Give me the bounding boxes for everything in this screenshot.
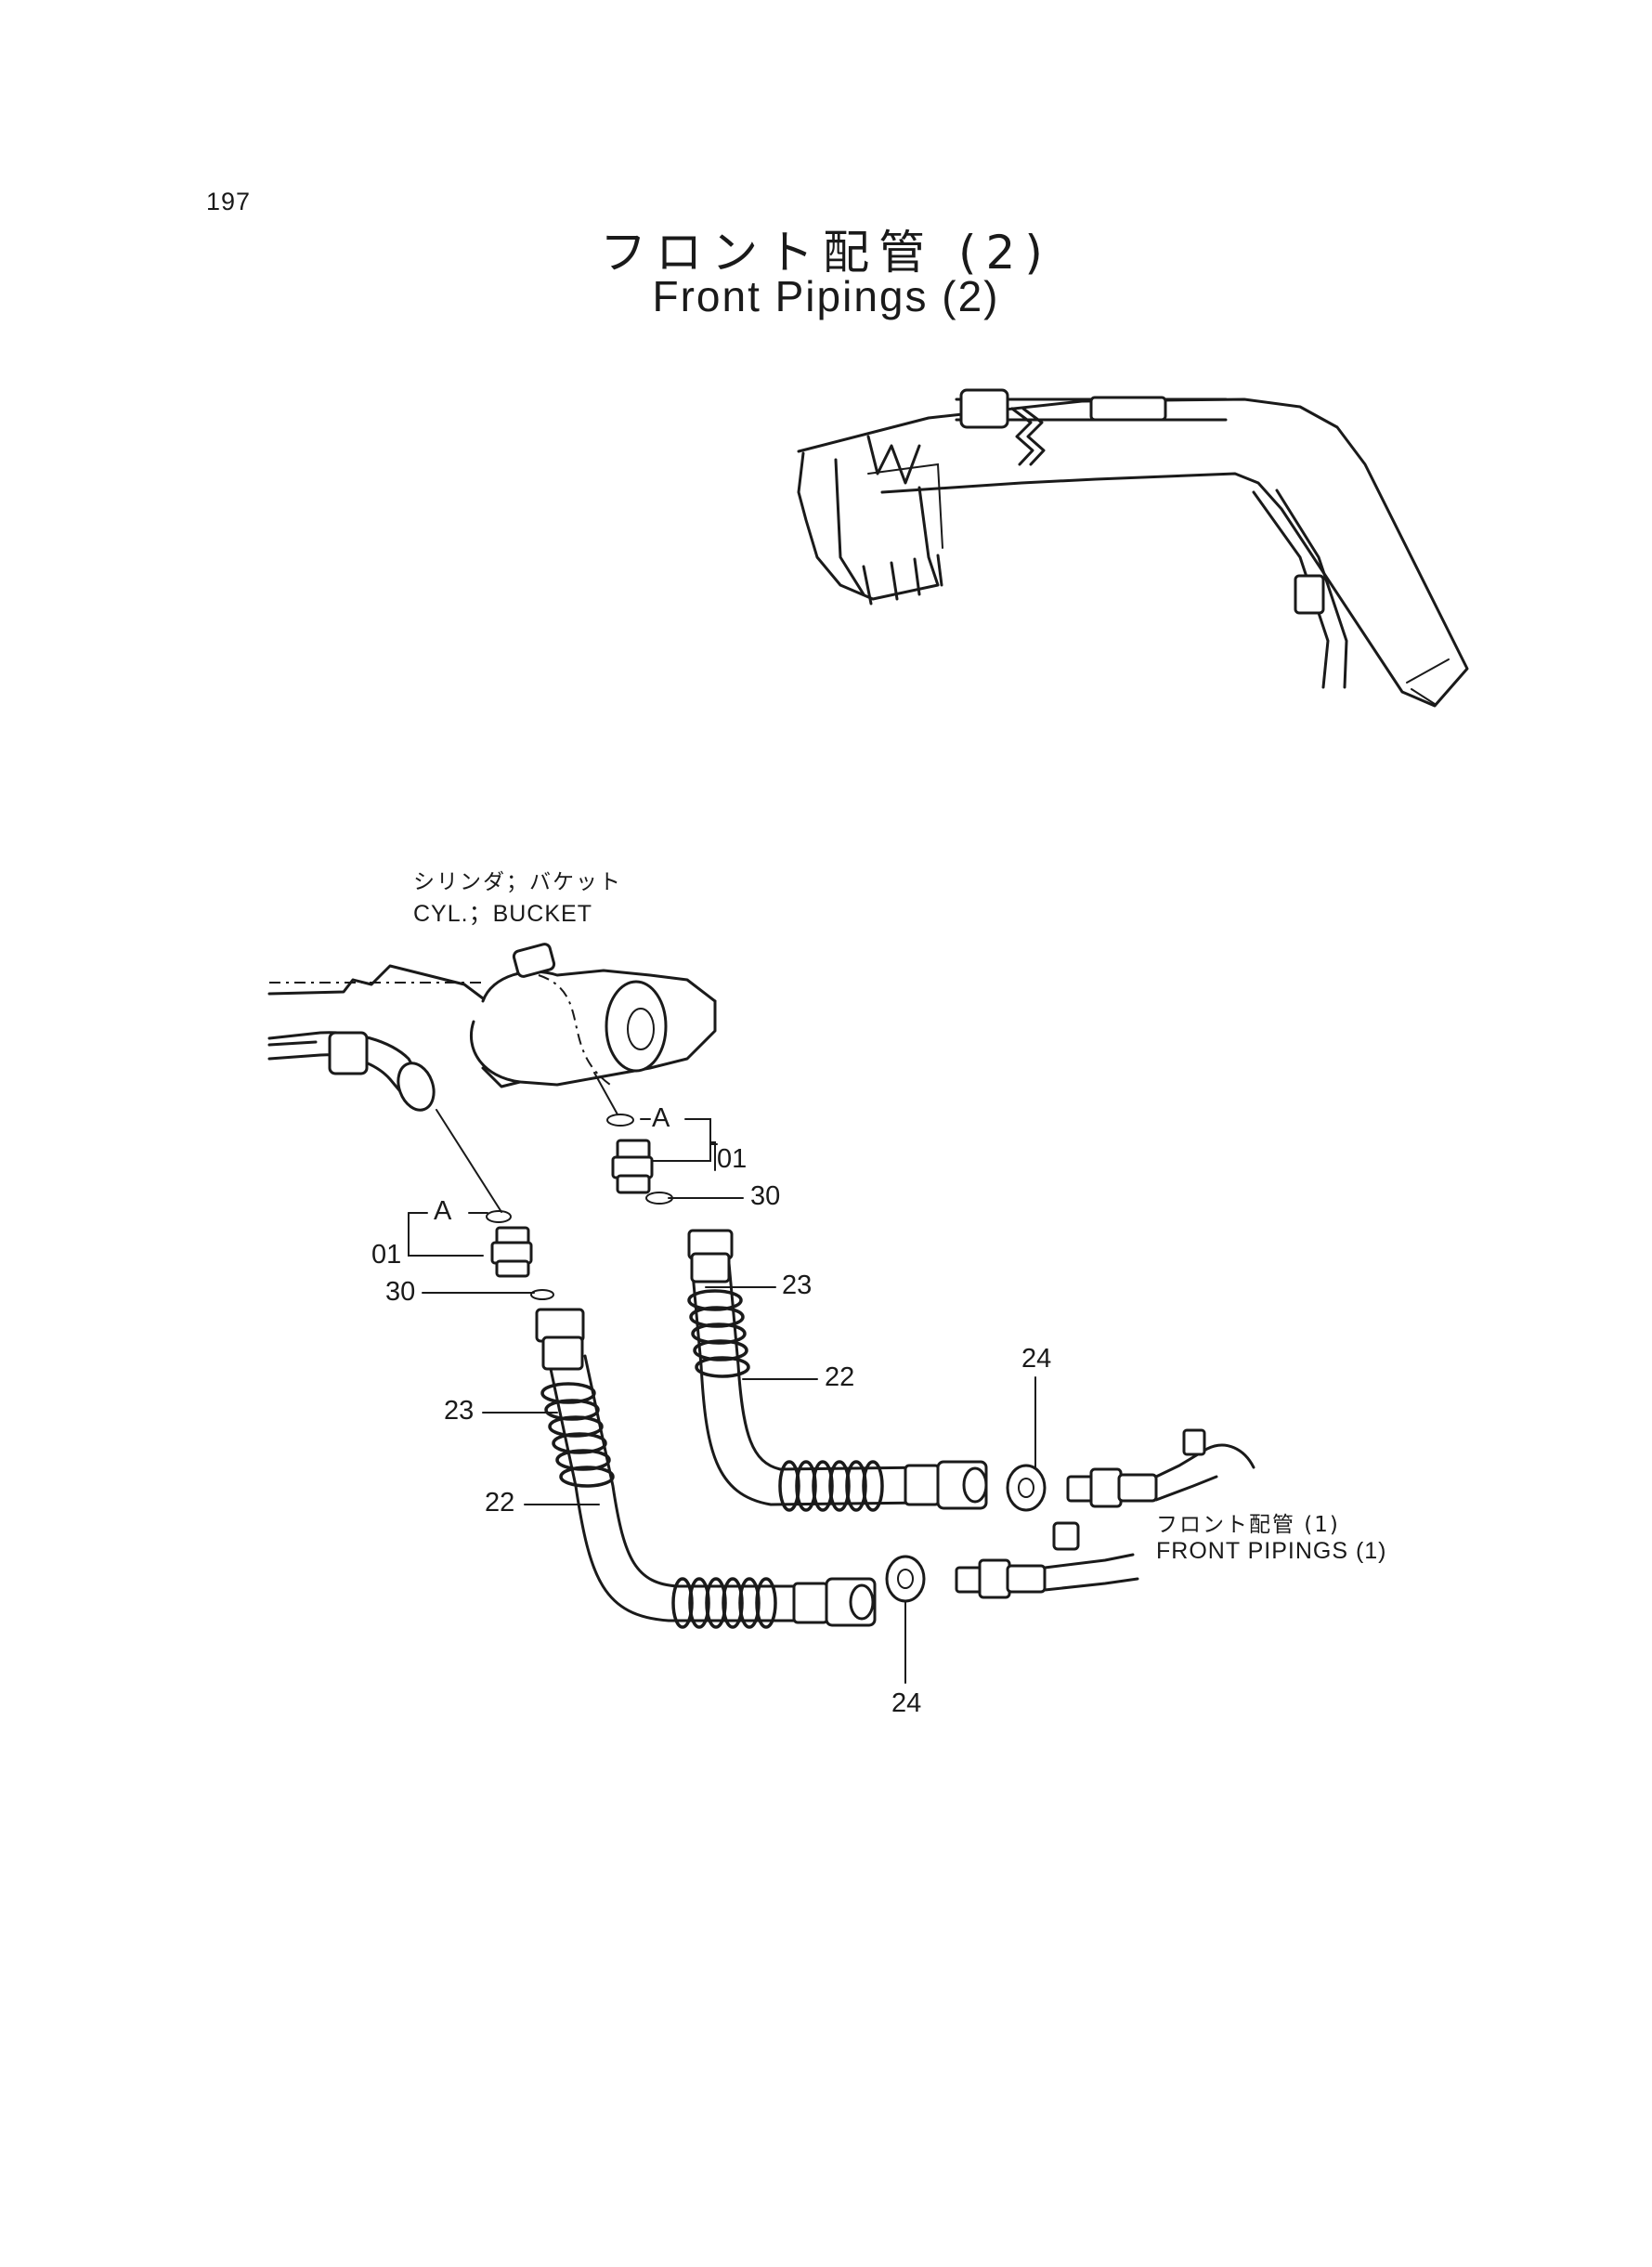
callout-23-right: 23: [782, 1270, 813, 1300]
cylinder-elbow-fitting: [267, 1031, 436, 1112]
cylinder-bucket-label-english: CYL.；BUCKET: [413, 901, 592, 927]
upper-adapter-01: [606, 1114, 673, 1205]
right-spring-guard: [687, 1289, 750, 1378]
right-horizontal-spring: [778, 1460, 884, 1512]
callout-a-upper: A: [652, 1103, 670, 1133]
callout-22-right: 22: [825, 1362, 855, 1392]
callout-22-left: 22: [485, 1488, 515, 1518]
callout-01-upper: 01: [717, 1144, 748, 1174]
front-pipings-1-label-japanese: フロント配管 (1): [1156, 1513, 1340, 1537]
front-pipings-1-lower: [955, 1521, 1139, 1599]
callout-01-lower: 01: [371, 1240, 402, 1270]
bucket-cylinder: [955, 388, 1228, 466]
left-horizontal-spring: [671, 1577, 777, 1629]
bucket: [797, 435, 943, 606]
leader-lines: [408, 1072, 1036, 1684]
page-title-english: Front Pipings (2): [652, 272, 1000, 320]
cylinder-bucket-label-japanese: シリンダ；バケット: [413, 870, 622, 894]
front-pipings-1-upper: [1066, 1428, 1255, 1508]
left-hose-assembly: [535, 1308, 926, 1629]
callout-30-upper: 30: [750, 1181, 781, 1211]
right-hose-assembly: [687, 1229, 1047, 1512]
callout-24-lower: 24: [891, 1688, 922, 1718]
left-spring-guard: [540, 1382, 615, 1488]
page-title-japanese: フロント配管 (2): [600, 226, 1052, 280]
callout-23-left: 23: [444, 1396, 475, 1426]
callout-24-upper: 24: [1021, 1344, 1052, 1374]
page-number: 197: [206, 188, 252, 215]
callout-30-lower: 30: [385, 1277, 416, 1307]
bucket-cylinder-body: [267, 943, 717, 1088]
front-pipings-1-label-english: FRONT PIPINGS (1): [1156, 1538, 1387, 1564]
callout-a-lower: A: [434, 1196, 452, 1226]
lower-adapter-01: [486, 1210, 554, 1300]
